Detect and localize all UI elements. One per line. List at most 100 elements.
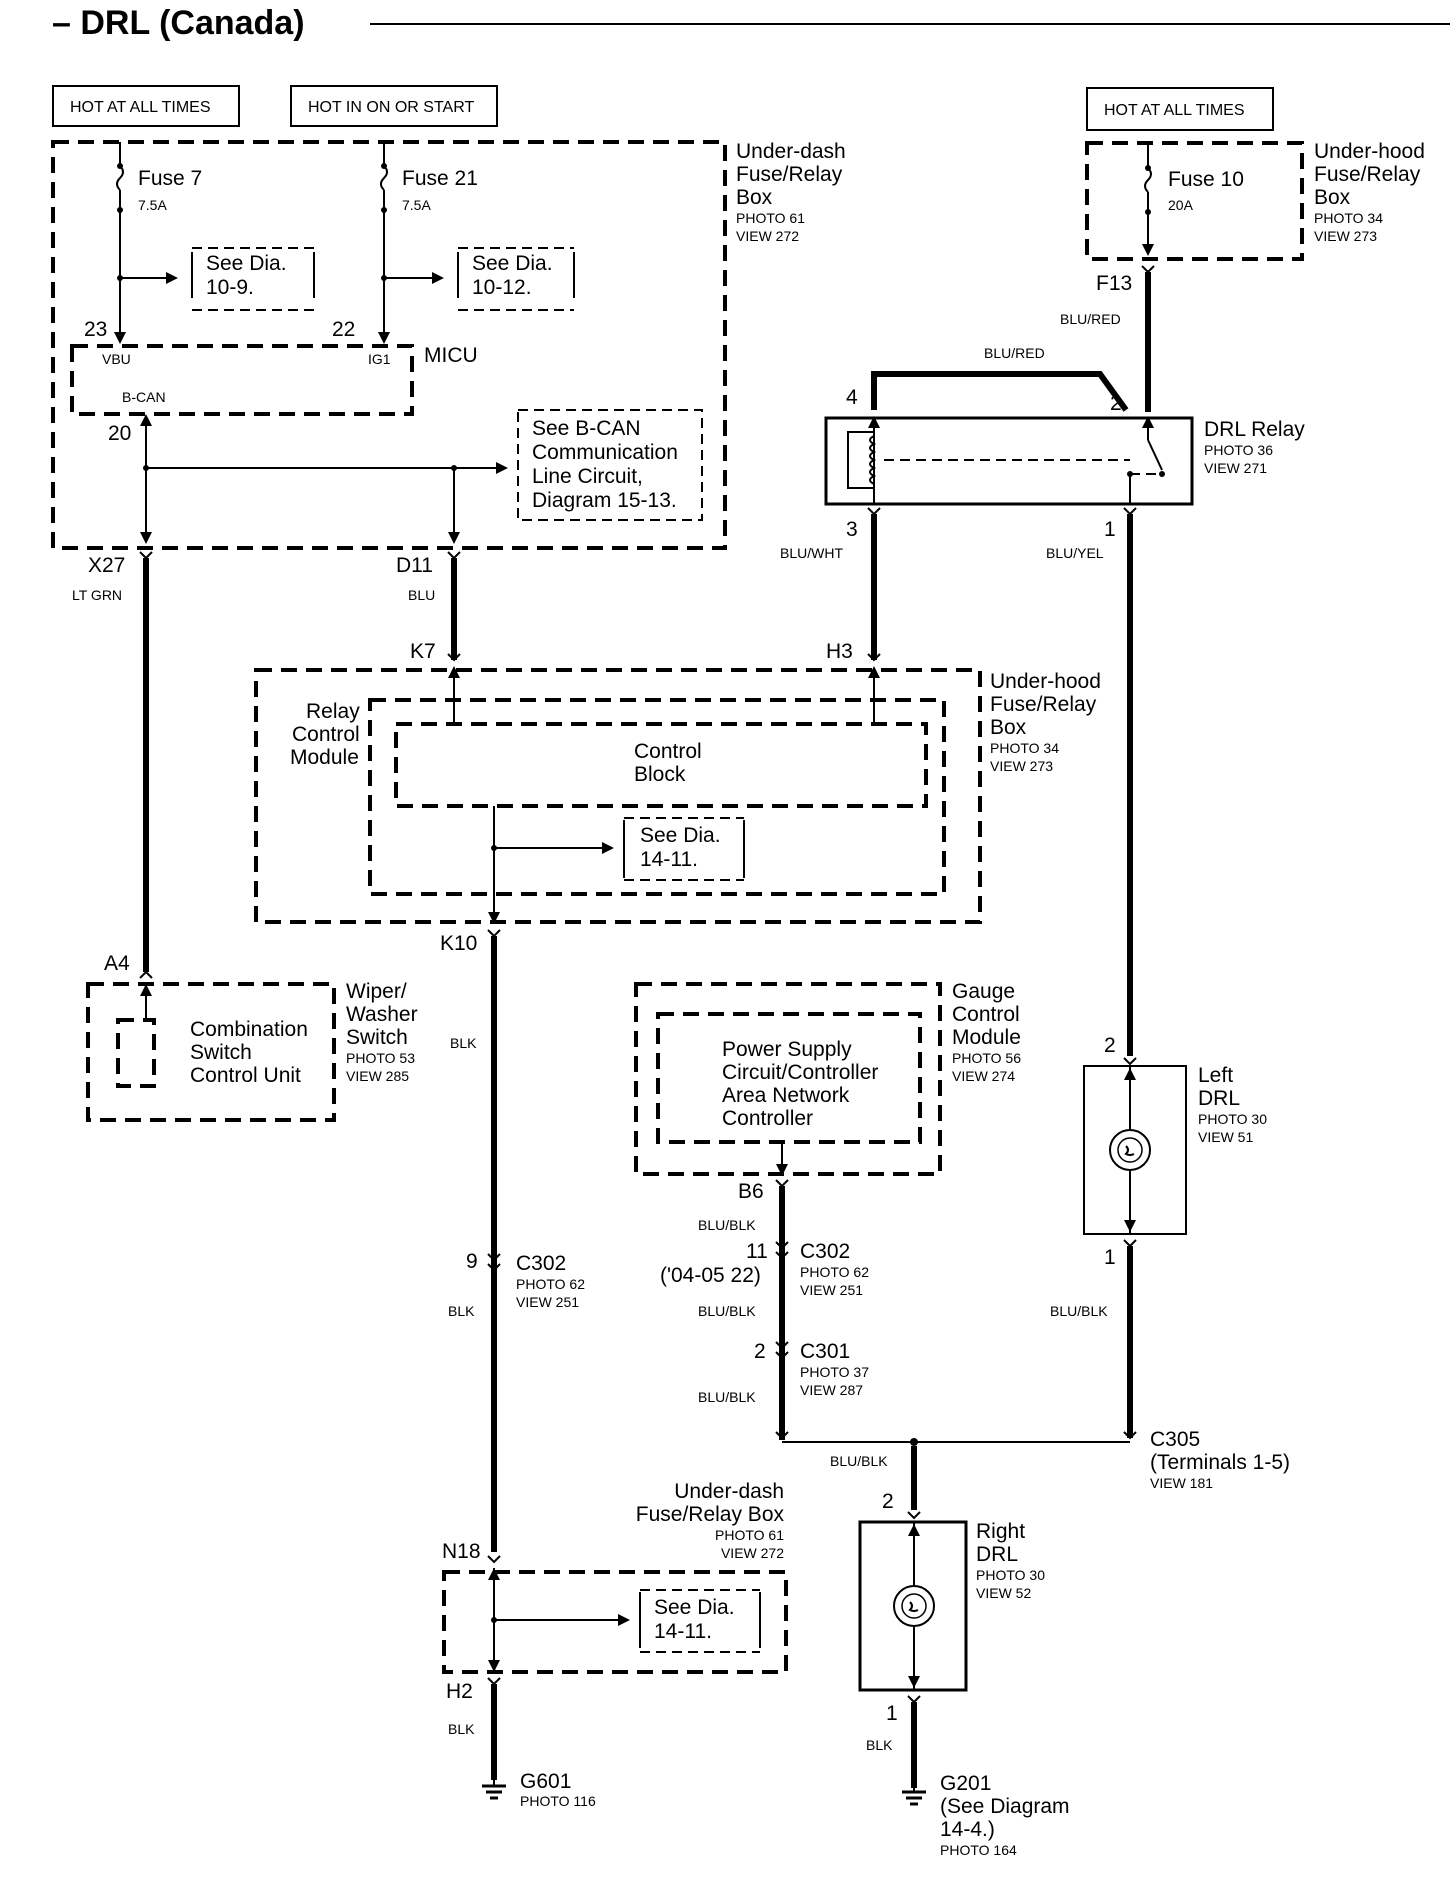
svg-text:B6: B6 bbox=[738, 1180, 764, 1203]
svg-text:Fuse 7: Fuse 7 bbox=[138, 167, 202, 190]
see-dia-10-12-ref: See Dia. 10-12. bbox=[457, 247, 575, 311]
svg-text:Relay: Relay bbox=[306, 700, 360, 723]
svg-text:22: 22 bbox=[332, 318, 355, 341]
svg-text:VIEW 272: VIEW 272 bbox=[736, 228, 799, 244]
combination-switch-label: Combination Switch Control Unit bbox=[190, 1018, 308, 1087]
svg-text:Circuit/Controller: Circuit/Controller bbox=[722, 1061, 878, 1084]
svg-text:10-12.: 10-12. bbox=[472, 276, 532, 299]
svg-text:See B-CAN: See B-CAN bbox=[532, 417, 641, 440]
micu-module: MICU 23 22 VBU IG1 B-CAN 20 bbox=[70, 318, 478, 445]
svg-text:14-11.: 14-11. bbox=[640, 848, 698, 871]
svg-text:D11: D11 bbox=[396, 554, 433, 577]
drl-relay-supply-wire: BLU/RED 4 2 bbox=[846, 345, 1129, 415]
svg-text:Washer: Washer bbox=[346, 1003, 418, 1026]
svg-text:23: 23 bbox=[84, 318, 107, 341]
h3-connector: H3 bbox=[826, 640, 881, 663]
svg-text:2: 2 bbox=[882, 1490, 894, 1513]
svg-text:PHOTO 36: PHOTO 36 bbox=[1204, 442, 1273, 458]
power-supply-controller bbox=[656, 1012, 922, 1144]
svg-text:1: 1 bbox=[1104, 518, 1116, 541]
svg-text:PHOTO 62: PHOTO 62 bbox=[800, 1264, 869, 1280]
h2-connector: H2 BLK bbox=[446, 1677, 501, 1780]
svg-text:7.5A: 7.5A bbox=[138, 197, 167, 213]
svg-text:VIEW 273: VIEW 273 bbox=[990, 758, 1053, 774]
svg-text:(See Diagram: (See Diagram bbox=[940, 1795, 1070, 1818]
svg-text:Module: Module bbox=[290, 746, 359, 769]
svg-text:Right: Right bbox=[976, 1520, 1025, 1543]
svg-text:(Terminals 1-5): (Terminals 1-5) bbox=[1150, 1451, 1290, 1474]
k10-connector: K10 bbox=[440, 929, 501, 1552]
under-hood-fuse-box-top bbox=[1085, 141, 1304, 261]
svg-text:VBU: VBU bbox=[102, 351, 131, 367]
blu-wht-label: BLU/WHT bbox=[780, 545, 843, 561]
svg-text:VIEW 52: VIEW 52 bbox=[976, 1585, 1031, 1601]
c305-bus: C305 (Terminals 1-5) VIEW 181 bbox=[775, 1428, 1290, 1491]
svg-text:HOT IN ON OR START: HOT IN ON OR START bbox=[308, 99, 474, 116]
gauge-module-label: Gauge Control Module PHOTO 56 VIEW 274 bbox=[952, 980, 1021, 1084]
drl-relay: DRL Relay PHOTO 36 VIEW 271 3 1 bbox=[824, 416, 1305, 541]
svg-text:Fuse/Relay Box: Fuse/Relay Box bbox=[636, 1503, 785, 1526]
k7-connector: K7 bbox=[410, 640, 461, 663]
relay-control-module-label: Relay Control Module bbox=[290, 700, 360, 769]
c302-left-connector: 9 C302 PHOTO 62 VIEW 251 bbox=[466, 1250, 585, 1310]
left-drl: 2 Left DRL PHOTO 30 VIEW 51 1 bbox=[1083, 1034, 1267, 1438]
svg-text:Block: Block bbox=[634, 763, 686, 786]
svg-text:C302: C302 bbox=[516, 1252, 566, 1275]
blk-label-a: BLK bbox=[450, 1035, 477, 1051]
svg-text:VIEW 274: VIEW 274 bbox=[952, 1068, 1015, 1084]
svg-text:Module: Module bbox=[952, 1026, 1021, 1049]
see-dia-14-11-ref-a: See Dia. 14-11. bbox=[623, 817, 745, 881]
under-hood-box-mid-label: Under-hood Fuse/Relay Box PHOTO 34 VIEW … bbox=[990, 670, 1101, 774]
svg-text:Under-hood: Under-hood bbox=[990, 670, 1101, 693]
under-dash-fuse-box-bottom bbox=[442, 1570, 788, 1674]
svg-text:20: 20 bbox=[108, 422, 131, 445]
blu-blk-right-label: BLU/BLK bbox=[1050, 1303, 1108, 1319]
svg-text:H3: H3 bbox=[826, 640, 853, 663]
a4-connector: A4 bbox=[104, 952, 153, 979]
svg-text:Box: Box bbox=[1314, 186, 1351, 209]
c301-connector: 2 C301 PHOTO 37 VIEW 287 bbox=[754, 1340, 869, 1398]
svg-text:Fuse 21: Fuse 21 bbox=[402, 167, 478, 190]
svg-text:Control: Control bbox=[952, 1003, 1020, 1026]
svg-text:Area Network: Area Network bbox=[722, 1084, 850, 1107]
svg-text:PHOTO 30: PHOTO 30 bbox=[1198, 1111, 1267, 1127]
under-dash-box-bottom-label: Under-dash Fuse/Relay Box PHOTO 61 VIEW … bbox=[636, 1480, 785, 1561]
svg-text:See Dia.: See Dia. bbox=[206, 252, 287, 275]
svg-text:20A: 20A bbox=[1168, 197, 1194, 213]
svg-text:PHOTO 34: PHOTO 34 bbox=[1314, 210, 1383, 226]
x27-connector: X27 LT GRN bbox=[72, 551, 153, 603]
svg-text:Controller: Controller bbox=[722, 1107, 813, 1130]
svg-text:K7: K7 bbox=[410, 640, 436, 663]
svg-text:Under-hood: Under-hood bbox=[1314, 140, 1425, 163]
blk-label-b: BLK bbox=[448, 1303, 475, 1319]
svg-text:Switch: Switch bbox=[346, 1026, 408, 1049]
svg-text:See Dia.: See Dia. bbox=[654, 1596, 735, 1619]
svg-text:G201: G201 bbox=[940, 1772, 991, 1795]
svg-text:Fuse 10: Fuse 10 bbox=[1168, 168, 1244, 191]
svg-text:DRL: DRL bbox=[1198, 1087, 1240, 1110]
wiper-washer-label: Wiper/ Washer Switch PHOTO 53 VIEW 285 bbox=[346, 980, 418, 1084]
svg-text:7.5A: 7.5A bbox=[402, 197, 431, 213]
svg-text:G601: G601 bbox=[520, 1770, 571, 1793]
svg-text:N18: N18 bbox=[442, 1540, 481, 1563]
svg-text:PHOTO 116: PHOTO 116 bbox=[520, 1793, 596, 1809]
svg-text:F13: F13 bbox=[1096, 272, 1132, 295]
c302-right-connector: 11 ('04-05 22) C302 PHOTO 62 VIEW 251 bbox=[660, 1240, 869, 1298]
blu-blk-label-4: BLU/BLK bbox=[830, 1453, 888, 1469]
svg-text:C301: C301 bbox=[800, 1340, 850, 1363]
svg-text:Communication: Communication bbox=[532, 441, 678, 464]
svg-text:IG1: IG1 bbox=[368, 351, 391, 367]
blu-blk-label-3: BLU/BLK bbox=[698, 1389, 756, 1405]
svg-text:14-11.: 14-11. bbox=[654, 1620, 712, 1643]
under-dash-box-label: Under-dash Fuse/Relay Box PHOTO 61 VIEW … bbox=[736, 140, 846, 244]
svg-text:Gauge: Gauge bbox=[952, 980, 1015, 1003]
under-dash-fuse-box-top bbox=[51, 140, 727, 550]
svg-text:VIEW 272: VIEW 272 bbox=[721, 1545, 784, 1561]
b-can-line bbox=[140, 414, 508, 544]
fuse-21: Fuse 21 7.5A bbox=[378, 142, 478, 344]
svg-text:Control Unit: Control Unit bbox=[190, 1064, 301, 1087]
svg-text:2: 2 bbox=[1104, 1034, 1116, 1057]
svg-text:14-4.): 14-4.) bbox=[940, 1818, 995, 1841]
blu-yel-label: BLU/YEL bbox=[1046, 545, 1104, 561]
